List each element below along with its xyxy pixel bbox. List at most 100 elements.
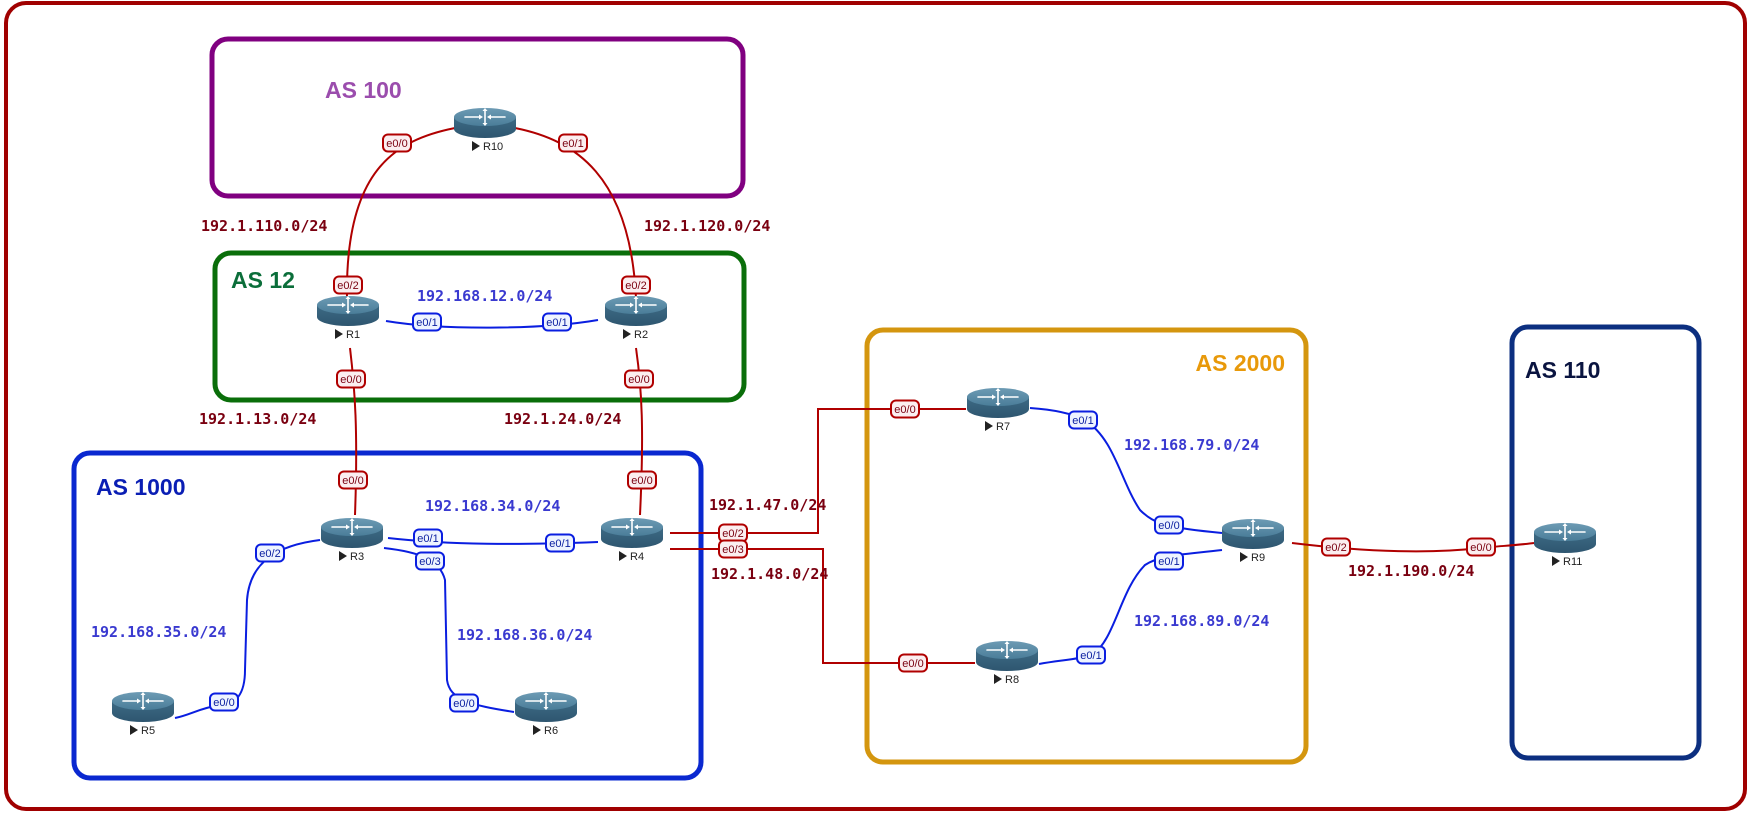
interface-label: e0/0 [628, 374, 649, 386]
play-icon [339, 551, 347, 561]
interface-tag[interactable]: e0/1 [1068, 410, 1098, 430]
subnet-label: 192.168.35.0/24 [91, 623, 226, 641]
router-r4[interactable]: R4 [600, 517, 664, 563]
router-icon [320, 517, 384, 549]
link-r10-r2[interactable] [514, 127, 637, 299]
interface-tag[interactable]: e0/0 [624, 369, 654, 389]
router-icon [514, 691, 578, 723]
router-label: R3 [350, 551, 364, 563]
as2000-label: AS 2000 [1195, 350, 1285, 376]
play-icon [472, 141, 480, 151]
interface-tag[interactable]: e0/1 [413, 528, 443, 548]
interface-tag[interactable]: e0/0 [627, 470, 657, 490]
router-icon [975, 640, 1039, 672]
interface-tag[interactable]: e0/0 [209, 692, 239, 712]
subnet-label: 192.168.79.0/24 [1124, 436, 1259, 454]
router-label: R7 [996, 421, 1010, 433]
router-label: R11 [1563, 556, 1582, 568]
router-r8[interactable]: R8 [975, 640, 1039, 686]
subnet-label: 192.1.24.0/24 [504, 410, 621, 428]
as100-label: AS 100 [325, 77, 402, 103]
subnet-label: 192.168.89.0/24 [1134, 612, 1269, 630]
interface-label: e0/0 [453, 698, 474, 710]
link-r8-r9[interactable] [1038, 549, 1223, 665]
subnet-label: 192.1.120.0/24 [644, 217, 770, 235]
router-icon [1533, 522, 1597, 554]
interface-tag[interactable]: e0/0 [898, 653, 928, 673]
interface-label: e0/1 [1158, 556, 1179, 568]
interface-tag[interactable]: e0/2 [255, 543, 285, 563]
router-r2[interactable]: R2 [604, 295, 668, 341]
subnet-label: 192.1.110.0/24 [201, 217, 327, 235]
interface-label: e0/2 [722, 528, 743, 540]
interface-label: e0/0 [213, 697, 234, 709]
as110-label: AS 110 [1525, 357, 1600, 383]
subnet-label: 192.1.190.0/24 [1348, 562, 1474, 580]
subnet-label: 192.1.47.0/24 [709, 496, 826, 514]
router-icon [111, 691, 175, 723]
interface-tag[interactable]: e0/0 [890, 399, 920, 419]
interface-label: e0/2 [625, 280, 646, 292]
play-icon [985, 421, 993, 431]
interface-tag[interactable]: e0/0 [336, 369, 366, 389]
interface-tag[interactable]: e0/3 [718, 539, 748, 559]
interface-tag[interactable]: e0/2 [1321, 537, 1351, 557]
router-r5[interactable]: R5 [111, 691, 175, 737]
interface-tag[interactable]: e0/1 [558, 133, 588, 153]
interface-tag[interactable]: e0/0 [1154, 515, 1184, 535]
link-r1-r2[interactable] [385, 319, 599, 329]
router-label: R5 [141, 725, 155, 737]
router-r3[interactable]: R3 [320, 517, 384, 563]
router-r6[interactable]: R6 [514, 691, 578, 737]
interface-tag[interactable]: e0/1 [412, 312, 442, 332]
router-label: R9 [1251, 552, 1265, 564]
interface-tag[interactable]: e0/0 [338, 470, 368, 490]
interface-tag[interactable]: e0/2 [333, 275, 363, 295]
interface-label: e0/0 [340, 374, 361, 386]
link-r10-r1[interactable] [345, 127, 456, 299]
interface-tag[interactable]: e0/0 [382, 133, 412, 153]
interface-tag[interactable]: e0/0 [449, 693, 479, 713]
link-r7-r9[interactable] [1029, 407, 1223, 534]
router-label: R2 [634, 329, 648, 341]
as12-boundary [212, 250, 747, 403]
router-icon [1221, 518, 1285, 550]
subnet-label: 192.168.12.0/24 [417, 287, 552, 305]
interface-label: e0/0 [631, 475, 652, 487]
router-icon [600, 517, 664, 549]
router-r1[interactable]: R1 [316, 295, 380, 341]
play-icon [335, 329, 343, 339]
router-r9[interactable]: R9 [1221, 518, 1285, 564]
router-label: R8 [1005, 674, 1019, 686]
interface-tag[interactable]: e0/0 [1466, 537, 1496, 557]
router-r7[interactable]: R7 [966, 387, 1030, 433]
interface-label: e0/2 [1325, 542, 1346, 554]
router-icon [316, 295, 380, 327]
interface-tag[interactable]: e0/1 [1076, 645, 1106, 665]
subnet-label: 192.1.13.0/24 [199, 410, 316, 428]
router-icon [604, 295, 668, 327]
interface-label: e0/0 [894, 404, 915, 416]
interface-tag[interactable]: e0/1 [545, 533, 575, 553]
link-r3-r6[interactable] [383, 547, 515, 713]
interface-label: e0/1 [1072, 415, 1093, 427]
router-label: R4 [630, 551, 644, 563]
interface-label: e0/1 [417, 533, 438, 545]
as100-boundary [209, 36, 746, 199]
interface-tag[interactable]: e0/3 [415, 551, 445, 571]
as110-boundary [1509, 324, 1702, 761]
subnet-label: 192.168.36.0/24 [457, 626, 592, 644]
play-icon [1552, 556, 1560, 566]
interface-tag[interactable]: e0/1 [542, 312, 572, 332]
play-icon [533, 725, 541, 735]
interface-label: e0/0 [1158, 520, 1179, 532]
interface-tag[interactable]: e0/1 [1154, 551, 1184, 571]
router-icon [966, 387, 1030, 419]
interface-tag[interactable]: e0/2 [621, 275, 651, 295]
router-r10[interactable]: R10 [453, 107, 517, 153]
link-r4-r7[interactable] [670, 408, 966, 534]
interface-label: e0/2 [337, 280, 358, 292]
interface-tag[interactable]: e0/2 [718, 523, 748, 543]
router-r11[interactable]: R11 [1533, 522, 1597, 568]
